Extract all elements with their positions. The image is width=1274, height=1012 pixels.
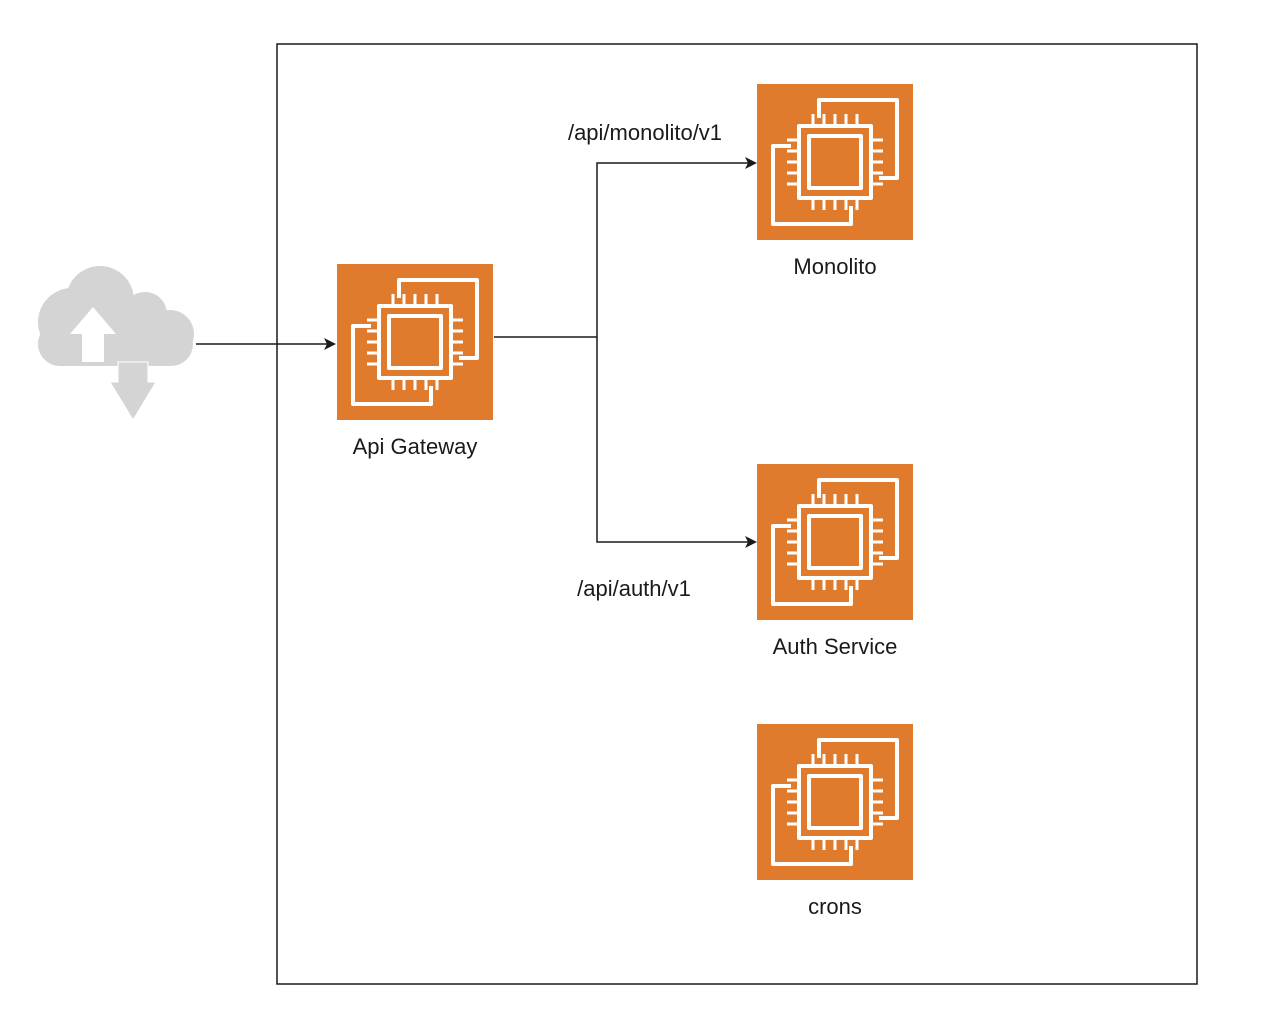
auth-service-node[interactable] [757, 464, 913, 620]
edge-api-gateway-to-auth-service [596, 337, 757, 548]
ec2-instance-icon [757, 724, 913, 880]
ec2-instance-icon [757, 464, 913, 620]
edge-api-gateway-to-monolito [494, 157, 757, 338]
crons-node[interactable] [757, 724, 913, 880]
ec2-instance-icon [757, 84, 913, 240]
edge-label-monolito-route: /api/monolito/v1 [568, 120, 722, 145]
api-gateway-label: Api Gateway [353, 434, 478, 459]
auth-service-label: Auth Service [773, 634, 898, 659]
monolito-label: Monolito [793, 254, 876, 279]
cloud-upload-download-icon [38, 266, 194, 421]
api-gateway-node[interactable] [337, 264, 493, 420]
edge-label-auth-route: /api/auth/v1 [577, 576, 691, 601]
crons-label: crons [808, 894, 862, 919]
ec2-instance-icon [337, 264, 493, 420]
vpc-boundary-frame [276, 43, 1198, 985]
monolito-node[interactable] [757, 84, 913, 240]
